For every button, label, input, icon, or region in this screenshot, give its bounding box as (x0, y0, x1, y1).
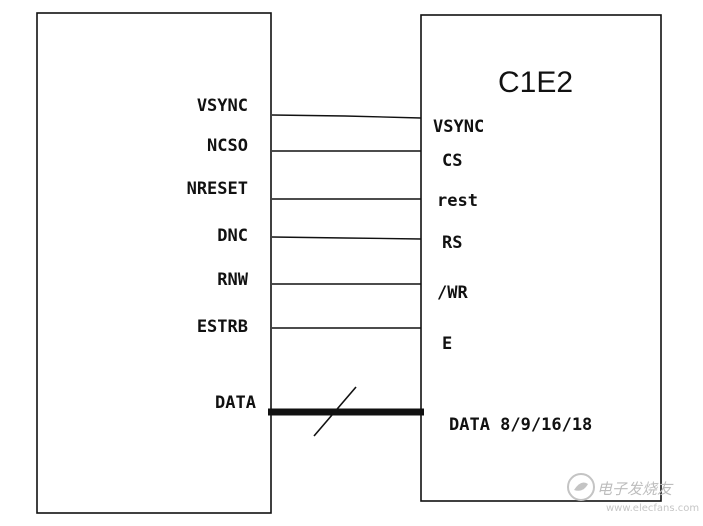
host-signal-estrb: ESTRB (197, 317, 248, 337)
host-signal-data: DATA (215, 393, 256, 413)
data-bus-slash (313, 386, 357, 437)
lcd-pin-e: E (442, 334, 452, 354)
host-signal-rnw: RNW (217, 270, 248, 290)
watermark-text: 电子发烧友 (597, 480, 674, 498)
lcd-pin-rest: rest (437, 191, 478, 211)
lcd-chip-title: C1E2 (498, 66, 573, 99)
lcd-pin-cs: CS (442, 151, 462, 171)
lcd-pin-vsync: VSYNC (433, 117, 484, 137)
lcd-pin-wr: /WR (437, 283, 468, 303)
host-signal-dnc: DNC (217, 226, 248, 246)
watermark: 电子发烧友 www.elecfans.com (567, 473, 699, 514)
wire-vsync (271, 114, 422, 119)
lcd-chip-box (420, 14, 662, 502)
watermark-logo-icon (567, 473, 595, 501)
host-signal-vsync: VSYNC (197, 96, 248, 116)
host-chip-box (36, 12, 272, 514)
wire-rs (271, 236, 422, 240)
host-signal-nreset: NRESET (187, 179, 248, 199)
lcd-pin-rs: RS (442, 233, 462, 253)
watermark-url: www.elecfans.com (606, 503, 699, 514)
lcd-pin-data: DATA 8/9/16/18 (449, 415, 592, 435)
host-signal-ncso: NCSO (207, 136, 248, 156)
